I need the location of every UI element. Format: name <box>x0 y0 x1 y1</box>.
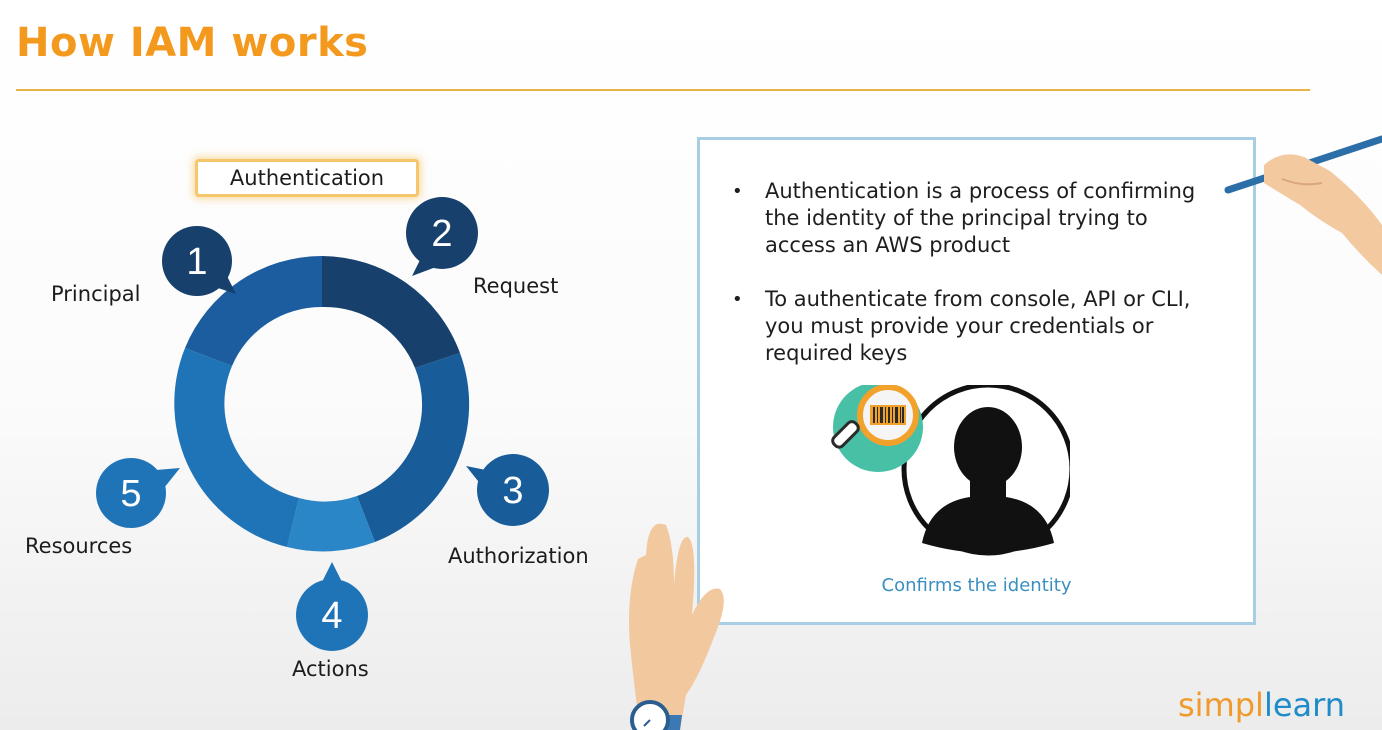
ring-segment-actions <box>287 496 375 552</box>
step-marker-3: 3 <box>466 454 549 526</box>
brand-part-1: simpl <box>1178 686 1264 724</box>
bullet-item: •To authenticate from console, API or CL… <box>732 287 1191 365</box>
bullet-item: •Authentication is a process of confirmi… <box>732 179 1196 257</box>
identity-illustration <box>831 385 1070 556</box>
identity-caption: Confirms the identity <box>881 575 1072 596</box>
ring-segment-request <box>322 256 460 368</box>
raised-hand-illustration <box>629 523 724 730</box>
step-label-principal: Principal <box>51 282 141 306</box>
bullet-text: To authenticate from console, API or CLI… <box>765 287 1191 365</box>
step-number-4: 4 <box>321 595 342 637</box>
step-number-3: 3 <box>502 470 523 512</box>
step-label-actions: Actions <box>292 657 369 681</box>
step-number-2: 2 <box>431 213 452 255</box>
authentication-info-panel: •Authentication is a process of confirmi… <box>697 137 1256 625</box>
iam-cycle-diagram: 1 2 3 4 5 <box>96 197 549 651</box>
bullet-text: Authentication is a process of confirmin… <box>765 179 1196 257</box>
step-label-request: Request <box>473 274 559 298</box>
hand-with-pen-illustration <box>1224 135 1382 275</box>
page-title: How IAM works <box>16 20 369 66</box>
ring-segment-authorization <box>357 353 470 542</box>
brand-part-2: learn <box>1263 686 1345 724</box>
step-marker-1: 1 <box>162 226 236 296</box>
step-marker-2: 2 <box>406 197 478 276</box>
ring-segment-principal <box>185 256 322 366</box>
barcode-magnifier-icon <box>831 385 923 472</box>
bullet-list: •Authentication is a process of confirmi… <box>730 178 1220 394</box>
step-number-1: 1 <box>186 241 207 283</box>
authentication-badge: Authentication <box>195 159 419 197</box>
step-label-authorization: Authorization <box>448 544 589 568</box>
ring-segment-resources <box>174 348 299 547</box>
cycle-ring <box>174 256 470 552</box>
step-label-resources: Resources <box>25 534 133 558</box>
simplilearn-logo: simpllearn <box>1178 686 1345 724</box>
person-silhouette-icon <box>922 407 1054 553</box>
title-divider <box>16 89 1310 91</box>
step-marker-4: 4 <box>296 562 368 651</box>
step-marker-5: 5 <box>96 458 180 528</box>
step-number-5: 5 <box>120 473 141 515</box>
